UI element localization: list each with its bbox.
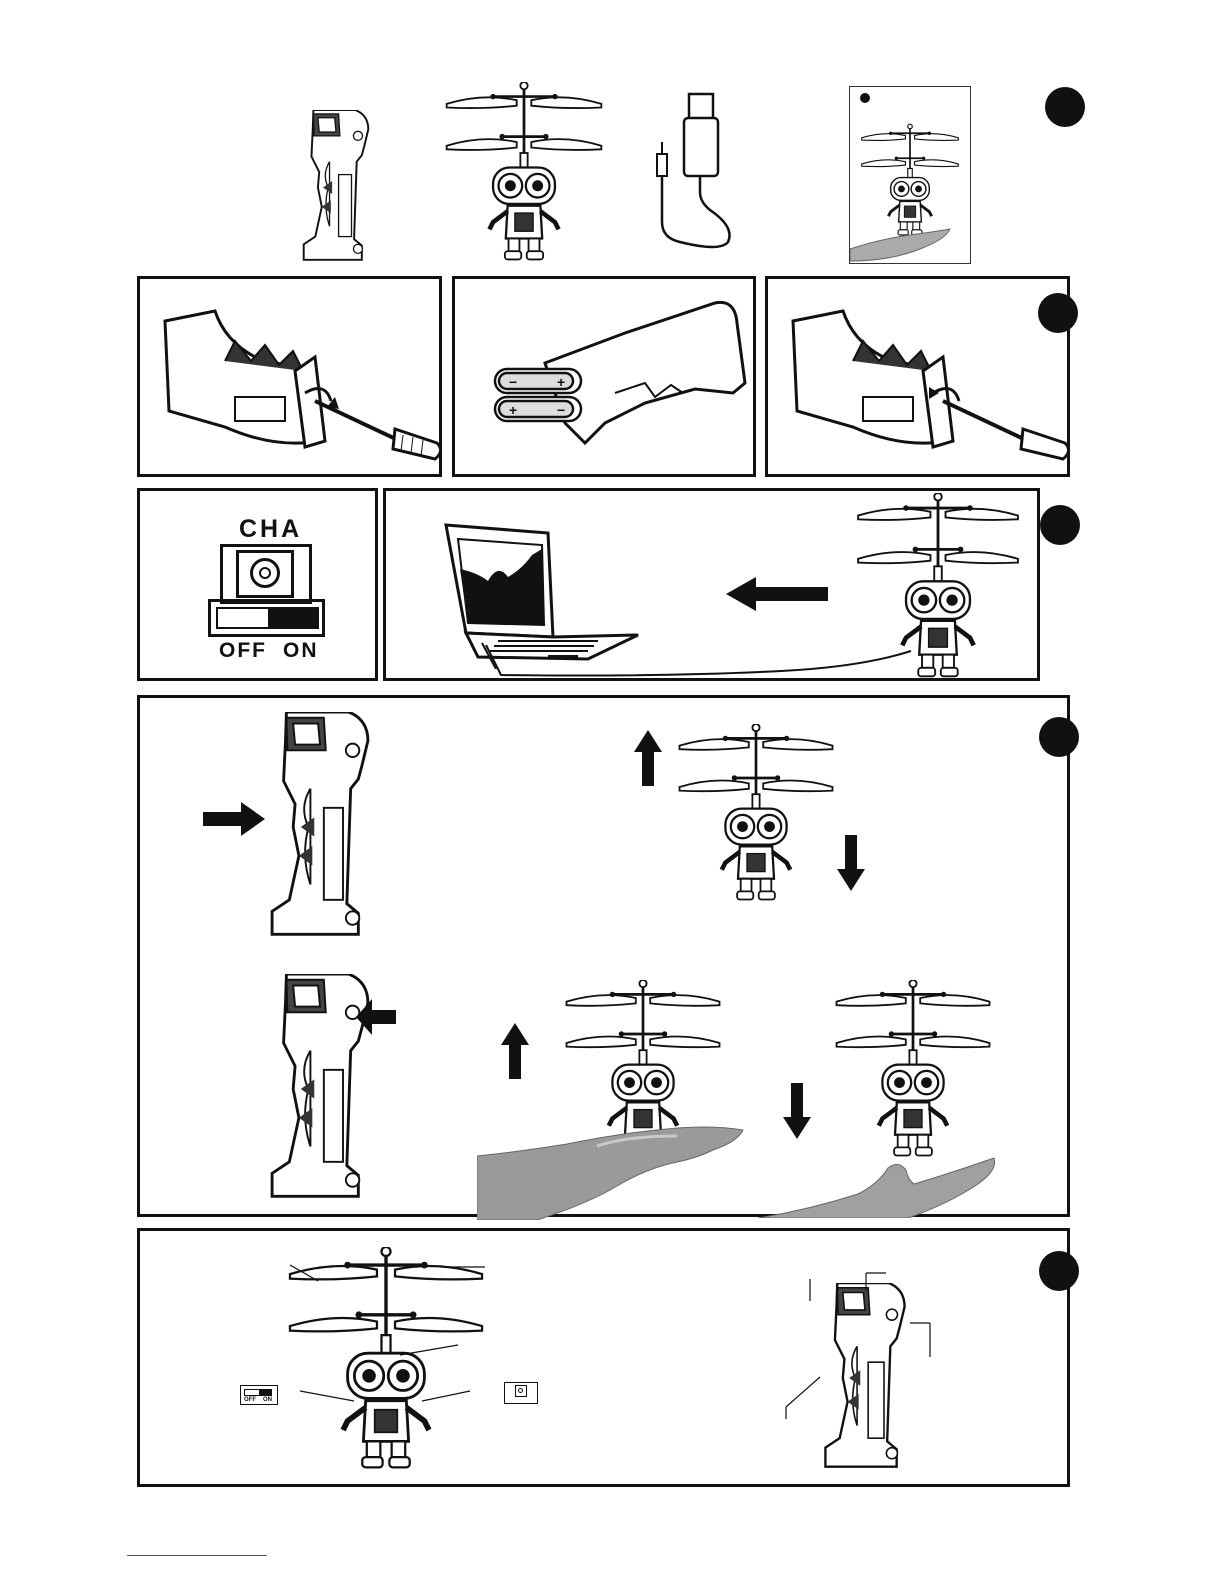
svg-text:−: − — [509, 374, 517, 390]
charge-direction-arrow-icon — [726, 577, 831, 611]
parts-remote-leaders — [776, 1267, 956, 1427]
svg-text:−: − — [557, 402, 565, 418]
switch-on-label: ON — [283, 639, 319, 663]
contents-robot — [436, 82, 612, 264]
switch-off-label: OFF — [219, 639, 267, 663]
mini-on-label: ON — [263, 1397, 272, 1403]
battery-step-insert: − + + − — [452, 276, 756, 477]
channel-label: CHA — [239, 515, 302, 544]
mini-channel-button-icon — [504, 1382, 538, 1404]
footer-link-underline — [127, 1555, 267, 1556]
svg-text:+: + — [509, 402, 517, 418]
channel-button-icon — [236, 550, 294, 598]
palm-hand-right — [758, 1154, 998, 1218]
contents-manual-booklet — [849, 86, 971, 264]
battery-step-open — [137, 276, 442, 477]
mode-button-arrow-icon — [356, 999, 396, 1035]
contents-remote — [286, 110, 386, 265]
down-arrow-icon-upper — [837, 835, 865, 891]
power-switch-panel: CHA OFF ON — [137, 488, 378, 681]
mini-power-switch-icon: OFF ON — [240, 1385, 278, 1405]
up-arrow-icon-lower — [501, 1023, 529, 1079]
step-marker-1 — [1045, 87, 1085, 127]
contents-usb-cable — [640, 92, 740, 262]
flying-robot-hand-right — [828, 980, 998, 1160]
svg-text:+: + — [557, 374, 565, 390]
parts-panel: OFF ON — [137, 1228, 1070, 1487]
charging-panel — [383, 488, 1040, 681]
step-marker-3 — [1040, 505, 1080, 545]
throttle-push-arrow-icon — [203, 801, 267, 837]
step-marker-2 — [1038, 293, 1078, 333]
battery-step-close — [765, 276, 1070, 477]
step-marker-5 — [1039, 1251, 1079, 1291]
up-arrow-icon-upper — [634, 730, 662, 786]
channel-button-frame — [220, 544, 312, 604]
parts-robot-leaders — [280, 1251, 500, 1411]
booklet-logo-icon — [860, 93, 870, 103]
charging-robot — [849, 493, 1027, 681]
power-switch-knob — [268, 609, 319, 627]
flying-robot-upper — [671, 724, 841, 904]
palm-hand-left — [477, 1116, 747, 1220]
down-arrow-icon-lower — [783, 1083, 811, 1139]
step-marker-4 — [1039, 717, 1079, 757]
flight-control-panel — [137, 695, 1070, 1217]
power-switch-frame — [208, 599, 325, 637]
mini-off-label: OFF — [244, 1397, 256, 1403]
